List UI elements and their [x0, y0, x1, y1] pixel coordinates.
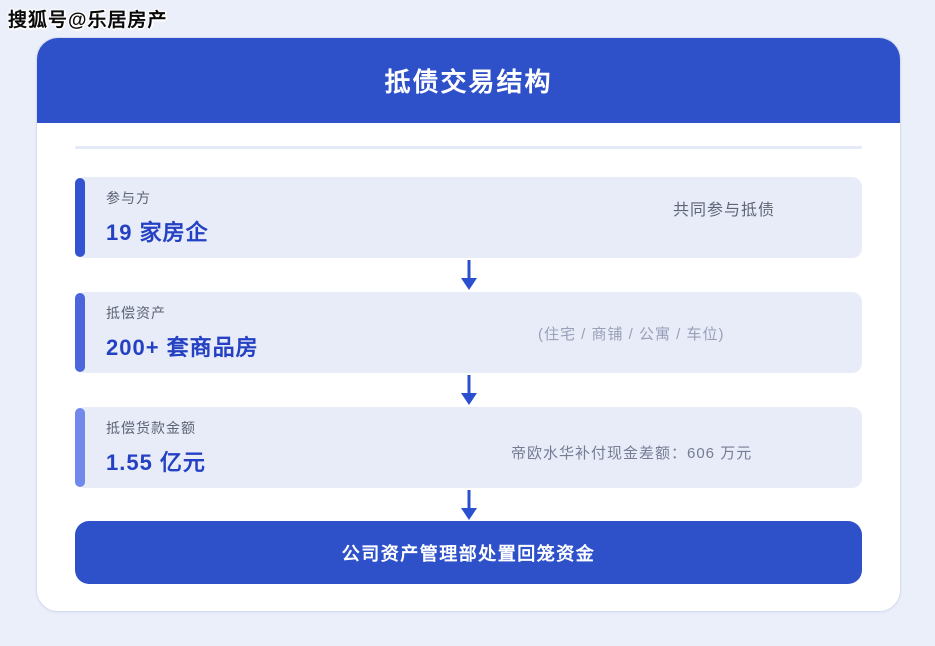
watermark: 搜狐号@乐居房产 — [8, 10, 168, 31]
step-amount: 抵偿货款金额 1.55 亿元 帝欧水华补付现金差额：606 万元 — [75, 407, 862, 488]
accent-bar — [75, 178, 85, 257]
diagram-header: 抵债交易结构 — [37, 38, 900, 123]
arrow-down-icon — [460, 260, 477, 290]
arrow-gap — [75, 488, 862, 521]
result-bar: 公司资产管理部处置回笼资金 — [75, 521, 862, 584]
step-participants: 参与方 19 家房企 共同参与抵债 — [75, 177, 862, 258]
step-label: 抵偿货款金额 — [106, 420, 196, 436]
accent-bar — [75, 408, 85, 487]
step-note: (住宅 / 商铺 / 公寓 / 车位) — [538, 326, 725, 343]
arrow-gap — [75, 373, 862, 407]
step-assets: 抵偿资产 200+ 套商品房 (住宅 / 商铺 / 公寓 / 车位) — [75, 292, 862, 373]
result-label: 公司资产管理部处置回笼资金 — [341, 543, 596, 564]
step-value: 1.55 亿元 — [106, 450, 206, 475]
step-label: 抵偿资产 — [106, 305, 166, 321]
diagram-body: 参与方 19 家房企 共同参与抵债 抵偿资产 200+ 套商品房 (住宅 / 商… — [37, 146, 900, 584]
arrow-down-icon — [460, 489, 477, 520]
arrow-down-icon — [460, 375, 477, 405]
step-value: 200+ 套商品房 — [106, 335, 259, 360]
divider — [75, 146, 862, 149]
step-note: 共同参与抵债 — [673, 202, 776, 219]
diagram-card: 抵债交易结构 参与方 19 家房企 共同参与抵债 抵偿资产 200+ 套商品房 … — [36, 37, 901, 612]
step-label: 参与方 — [106, 190, 151, 206]
accent-bar — [75, 293, 85, 372]
diagram-title: 抵债交易结构 — [384, 67, 553, 97]
arrow-gap — [75, 258, 862, 292]
step-value: 19 家房企 — [106, 220, 209, 245]
step-note: 帝欧水华补付现金差额：606 万元 — [511, 445, 753, 462]
